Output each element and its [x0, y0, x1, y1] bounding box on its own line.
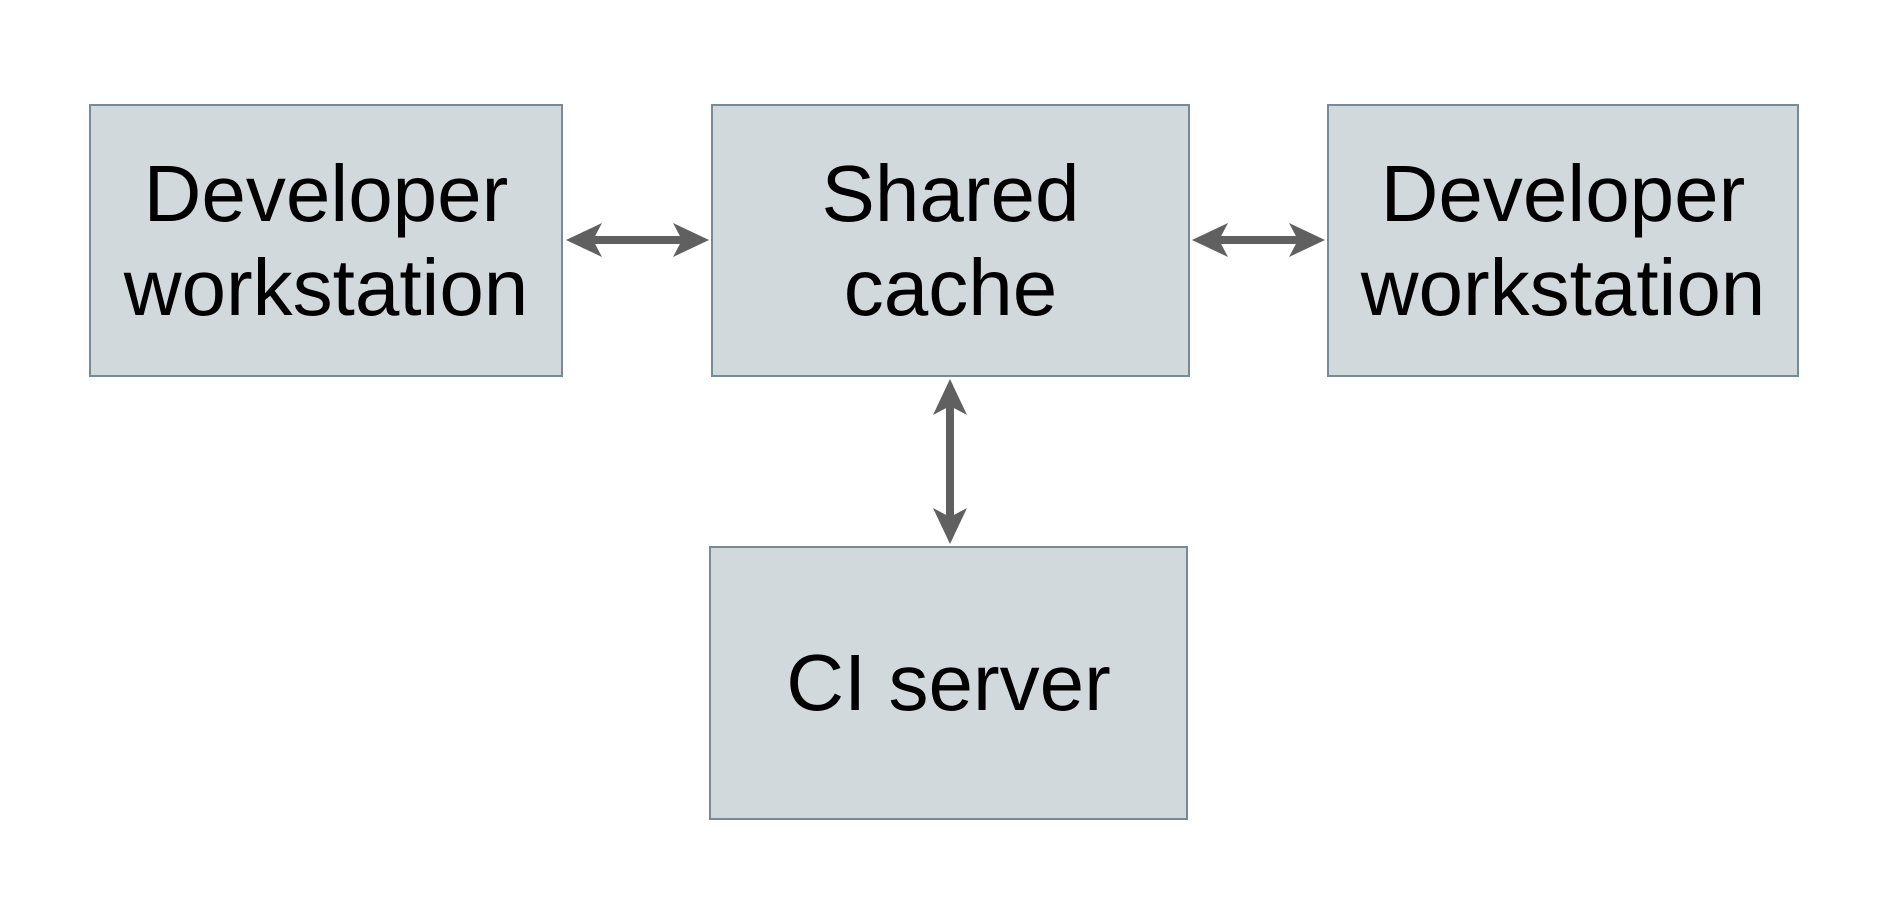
node-shared-cache: Shared cache: [711, 104, 1190, 377]
bidirectional-arrow-cache-right: [1192, 223, 1325, 257]
arrow-head-left: [566, 223, 602, 257]
node-label: CI server: [786, 638, 1111, 727]
node-label: Developer workstation: [1360, 148, 1766, 332]
node-label: Developer workstation: [123, 148, 529, 332]
arrow-head-top: [933, 379, 967, 415]
bidirectional-arrow-left-cache: [566, 223, 709, 257]
arrow-head-right: [1289, 223, 1325, 257]
arrow-head-left: [1192, 223, 1228, 257]
arrow-head-bottom: [933, 508, 967, 544]
node-label: Shared cache: [821, 148, 1080, 332]
arrow-head-right: [673, 223, 709, 257]
node-developer-workstation-left: Developer workstation: [89, 104, 563, 377]
bidirectional-arrow-cache-ci: [933, 379, 967, 544]
node-ci-server: CI server: [709, 546, 1188, 820]
node-developer-workstation-right: Developer workstation: [1327, 104, 1799, 377]
